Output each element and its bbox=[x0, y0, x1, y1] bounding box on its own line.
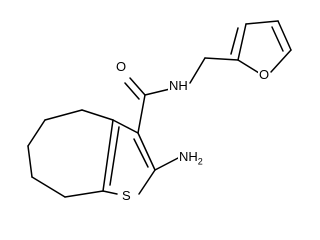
bond bbox=[138, 169, 156, 195]
amine-label: NH2 bbox=[178, 149, 204, 169]
bond bbox=[137, 94, 146, 134]
bond bbox=[137, 132, 156, 171]
bond bbox=[230, 27, 239, 55]
bond bbox=[277, 20, 292, 51]
bond bbox=[27, 119, 46, 147]
bond bbox=[189, 57, 206, 84]
bond bbox=[204, 57, 239, 61]
bond bbox=[154, 156, 181, 171]
bond bbox=[270, 49, 292, 73]
bond bbox=[64, 190, 104, 198]
structure-diagram: O NH O S NH2 bbox=[27, 20, 292, 203]
bond bbox=[133, 138, 149, 168]
bond bbox=[31, 176, 66, 198]
bond bbox=[44, 109, 83, 121]
bond bbox=[245, 20, 279, 25]
bond bbox=[102, 119, 114, 192]
bond bbox=[27, 145, 33, 178]
bond bbox=[102, 190, 118, 195]
bond bbox=[81, 109, 114, 121]
carbonyl-oxygen-label: O bbox=[115, 59, 128, 74]
bond bbox=[237, 59, 260, 74]
amide-nh-label: NH bbox=[168, 78, 189, 93]
bond bbox=[271, 26, 284, 52]
bond bbox=[144, 88, 171, 96]
bond bbox=[124, 82, 140, 100]
thiophene-sulfur-label: S bbox=[121, 188, 132, 203]
bond bbox=[109, 126, 120, 186]
bond bbox=[112, 119, 139, 134]
bond-skeleton bbox=[27, 20, 292, 198]
bond bbox=[237, 23, 247, 61]
amine-subscript: 2 bbox=[197, 156, 203, 167]
furan-oxygen-label: O bbox=[258, 67, 271, 82]
bond bbox=[129, 77, 146, 96]
